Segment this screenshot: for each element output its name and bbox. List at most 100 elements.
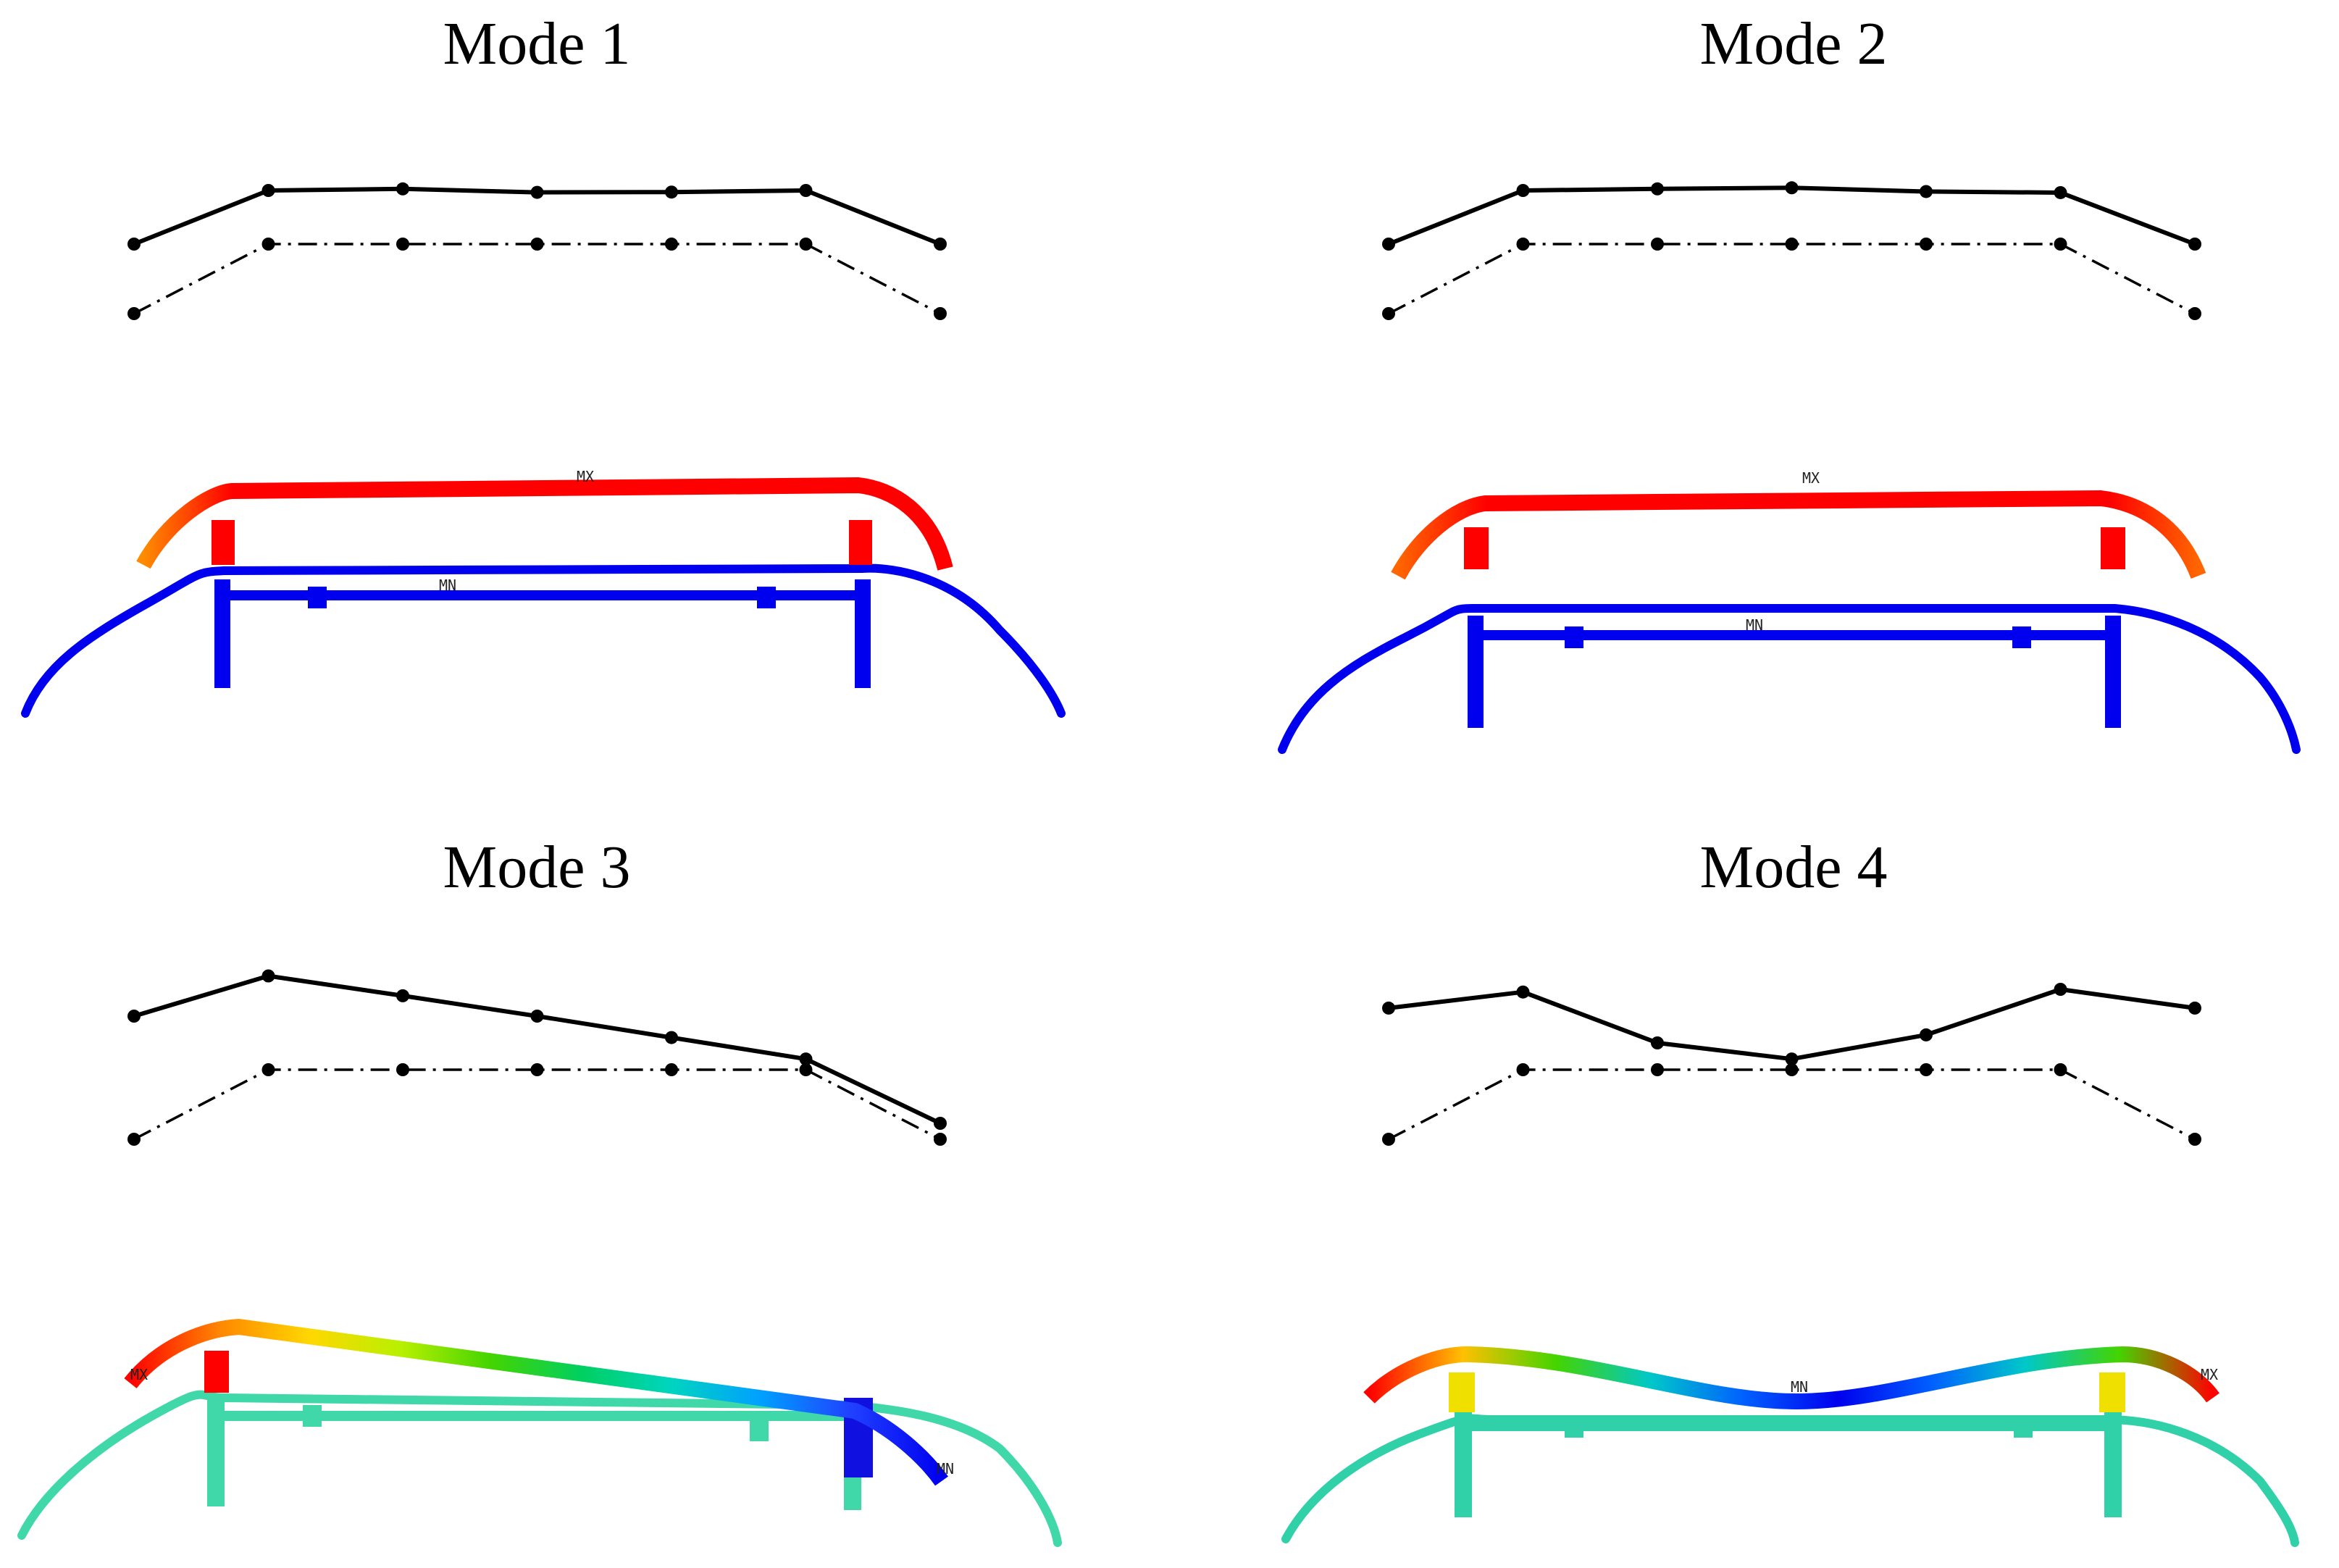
min-label: MN: [1791, 1378, 1808, 1396]
reference-node-7: [2188, 307, 2201, 320]
reference-node-2: [1516, 238, 1530, 251]
reference-line: [133, 243, 941, 315]
fea-model: MX MN: [1281, 1346, 2299, 1547]
right-damper: [2101, 527, 2125, 569]
reference-nodes: [127, 238, 947, 320]
right-post-lower: [2105, 616, 2121, 728]
reference-node-4: [530, 1063, 544, 1076]
reference-node-7: [934, 307, 947, 320]
top-beam: [1363, 1346, 2219, 1409]
mode-shape-plot: [1382, 983, 2201, 1146]
deformed-node-5: [1920, 185, 1933, 198]
deformed-node-3: [1651, 1036, 1664, 1049]
bracket-left: [303, 1405, 322, 1427]
top-beam: [136, 477, 953, 571]
deformed-node-6: [2054, 983, 2067, 996]
reference-node-3: [396, 238, 409, 251]
deformed-line: [1388, 987, 2196, 1062]
deformed-node-5: [1920, 1028, 1933, 1041]
panel-title: Mode 2: [1700, 10, 1888, 77]
reference-node-2: [1516, 1063, 1530, 1076]
reference-node-4: [530, 238, 544, 251]
max-label: MX: [2201, 1366, 2218, 1383]
left-damper: [1464, 527, 1489, 569]
reference-line: [1388, 243, 2196, 315]
bracket-right: [2014, 1416, 2033, 1438]
max-label: MX: [1802, 469, 1820, 487]
panel-title: Mode 1: [443, 10, 631, 77]
cross-bar: [1478, 630, 2108, 640]
reference-node-1: [127, 307, 141, 320]
max-label: MX: [130, 1366, 148, 1383]
deformed-line: [1387, 185, 2196, 246]
deformed-nodes: [127, 182, 947, 251]
reference-nodes: [1382, 238, 2201, 320]
min-label: MN: [937, 1460, 954, 1477]
fea-model: MX MN: [21, 468, 1066, 718]
deformed-node-2: [1516, 184, 1530, 197]
deformed-node-2: [1516, 985, 1530, 999]
min-label: MN: [1746, 616, 1763, 634]
mode-shape-plot: [1382, 181, 2201, 320]
deformed-node-7: [2188, 238, 2201, 251]
deformed-node-5: [665, 1031, 678, 1044]
mode-shape-plot: [127, 182, 947, 320]
right-post-lower: [855, 579, 871, 688]
lower-frame: [17, 1390, 1062, 1547]
reference-line: [133, 1068, 941, 1141]
panel-mode-3: Mode 3 MX MN: [17, 834, 1062, 1547]
deformed-node-2: [261, 969, 275, 983]
deformed-node-3: [396, 989, 409, 1002]
deformed-node-1: [1382, 1001, 1395, 1015]
reference-node-5: [665, 238, 678, 251]
left-damper: [1449, 1372, 1475, 1412]
top-beam: [124, 1319, 948, 1486]
panel-mode-2: Mode 2 MX MN: [1278, 10, 2301, 754]
lower-frame: [1278, 604, 2301, 754]
bracket-left: [1565, 1416, 1583, 1438]
bracket-right: [757, 587, 776, 608]
reference-node-7: [2188, 1133, 2201, 1146]
min-label: MN: [439, 577, 456, 594]
deformed-node-6: [799, 1052, 813, 1066]
reference-node-1: [1382, 1133, 1395, 1146]
panel-mode-4: Mode 4 MX MN: [1281, 834, 2299, 1547]
reference-node-4: [1785, 1063, 1799, 1076]
reference-node-5: [665, 1063, 678, 1076]
deformed-nodes: [127, 969, 947, 1130]
reference-node-7: [934, 1133, 947, 1146]
deformed-nodes: [1382, 983, 2201, 1066]
reference-node-2: [261, 238, 275, 251]
reference-node-2: [261, 1063, 275, 1076]
reference-node-3: [1651, 1063, 1664, 1076]
fea-model: MX MN: [17, 1319, 1062, 1547]
right-damper: [849, 520, 872, 565]
deformed-node-7: [934, 1117, 947, 1130]
top-beam-shape: [136, 477, 953, 571]
deformed-node-7: [2188, 1001, 2201, 1015]
bracket-right: [750, 1420, 769, 1441]
deformed-line: [133, 973, 942, 1125]
panel-mode-1: Mode 1 MX MN: [21, 10, 1066, 718]
reference-node-5: [1920, 238, 1933, 251]
max-label: MX: [577, 468, 594, 485]
reference-node-5: [1920, 1063, 1933, 1076]
cross-bar: [225, 590, 855, 600]
panel-title: Mode 4: [1700, 834, 1888, 901]
reference-node-6: [2054, 1063, 2067, 1076]
deformed-node-5: [665, 185, 678, 199]
reference-node-6: [799, 238, 813, 251]
deformed-node-1: [127, 1010, 141, 1023]
bracket-right: [2012, 626, 2031, 648]
top-beam: [1391, 490, 2206, 580]
right-damper: [2099, 1372, 2125, 1412]
deformed-node-4: [530, 185, 544, 199]
deformed-node-6: [2054, 185, 2067, 199]
reference-line: [1388, 1068, 2196, 1141]
deformed-node-4: [1785, 1052, 1799, 1066]
top-beam-shape: [124, 1319, 948, 1486]
bracket-left: [308, 587, 327, 608]
lower-frame: [1281, 1414, 2299, 1547]
reference-node-6: [2054, 238, 2067, 251]
top-beam-shape: [1391, 490, 2206, 580]
